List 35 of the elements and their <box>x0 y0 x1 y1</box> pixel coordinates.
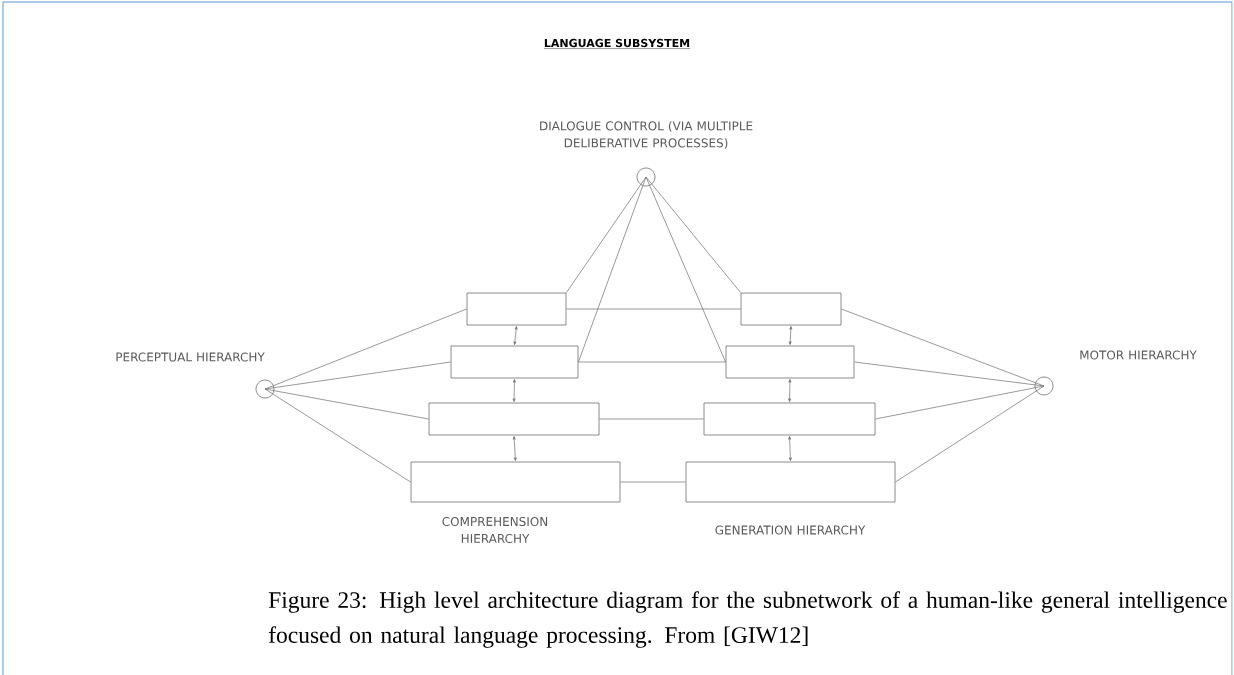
process-box <box>450 345 579 379</box>
connector <box>578 176 647 363</box>
process-box <box>466 292 567 326</box>
connector <box>512 379 516 402</box>
connector <box>599 418 704 420</box>
connector <box>264 308 467 390</box>
title: LANGUAGE SUBSYSTEM <box>543 38 691 49</box>
process-box <box>740 292 842 326</box>
connector <box>788 379 792 402</box>
node-caption: PERCEPTUAL HIERARCHY <box>116 352 265 362</box>
connector <box>512 436 517 461</box>
connector <box>645 176 726 363</box>
process-box <box>428 402 600 436</box>
connector <box>566 176 647 293</box>
node-caption: MOTOR HIERARCHY <box>1080 350 1197 360</box>
connector <box>264 388 429 420</box>
connector <box>645 176 741 293</box>
connector <box>264 388 411 483</box>
process-box <box>725 345 855 379</box>
connector <box>788 436 792 461</box>
node-caption: COMPREHENSION HIERARCHY <box>442 516 548 544</box>
process-box <box>703 402 876 436</box>
connector <box>895 385 1045 483</box>
connector <box>620 481 686 483</box>
connector <box>513 326 518 345</box>
connector <box>264 361 451 390</box>
connector <box>854 361 1045 387</box>
node-caption: GENERATION HIERARCHY <box>715 525 866 535</box>
connector <box>566 308 741 310</box>
connector <box>788 326 793 345</box>
connector <box>875 385 1045 420</box>
node-caption: DIALOGUE CONTROL (VIA MULTIPLE DELIBERATIVE PROCESSES) <box>540 121 753 149</box>
figure-caption: Figure 23: High level architecture diagram for the subnetwork of a human-like general intelligence focused on natural language processing. From [GIW12] <box>268 591 1227 648</box>
connector <box>578 361 726 363</box>
connector <box>841 308 1045 387</box>
